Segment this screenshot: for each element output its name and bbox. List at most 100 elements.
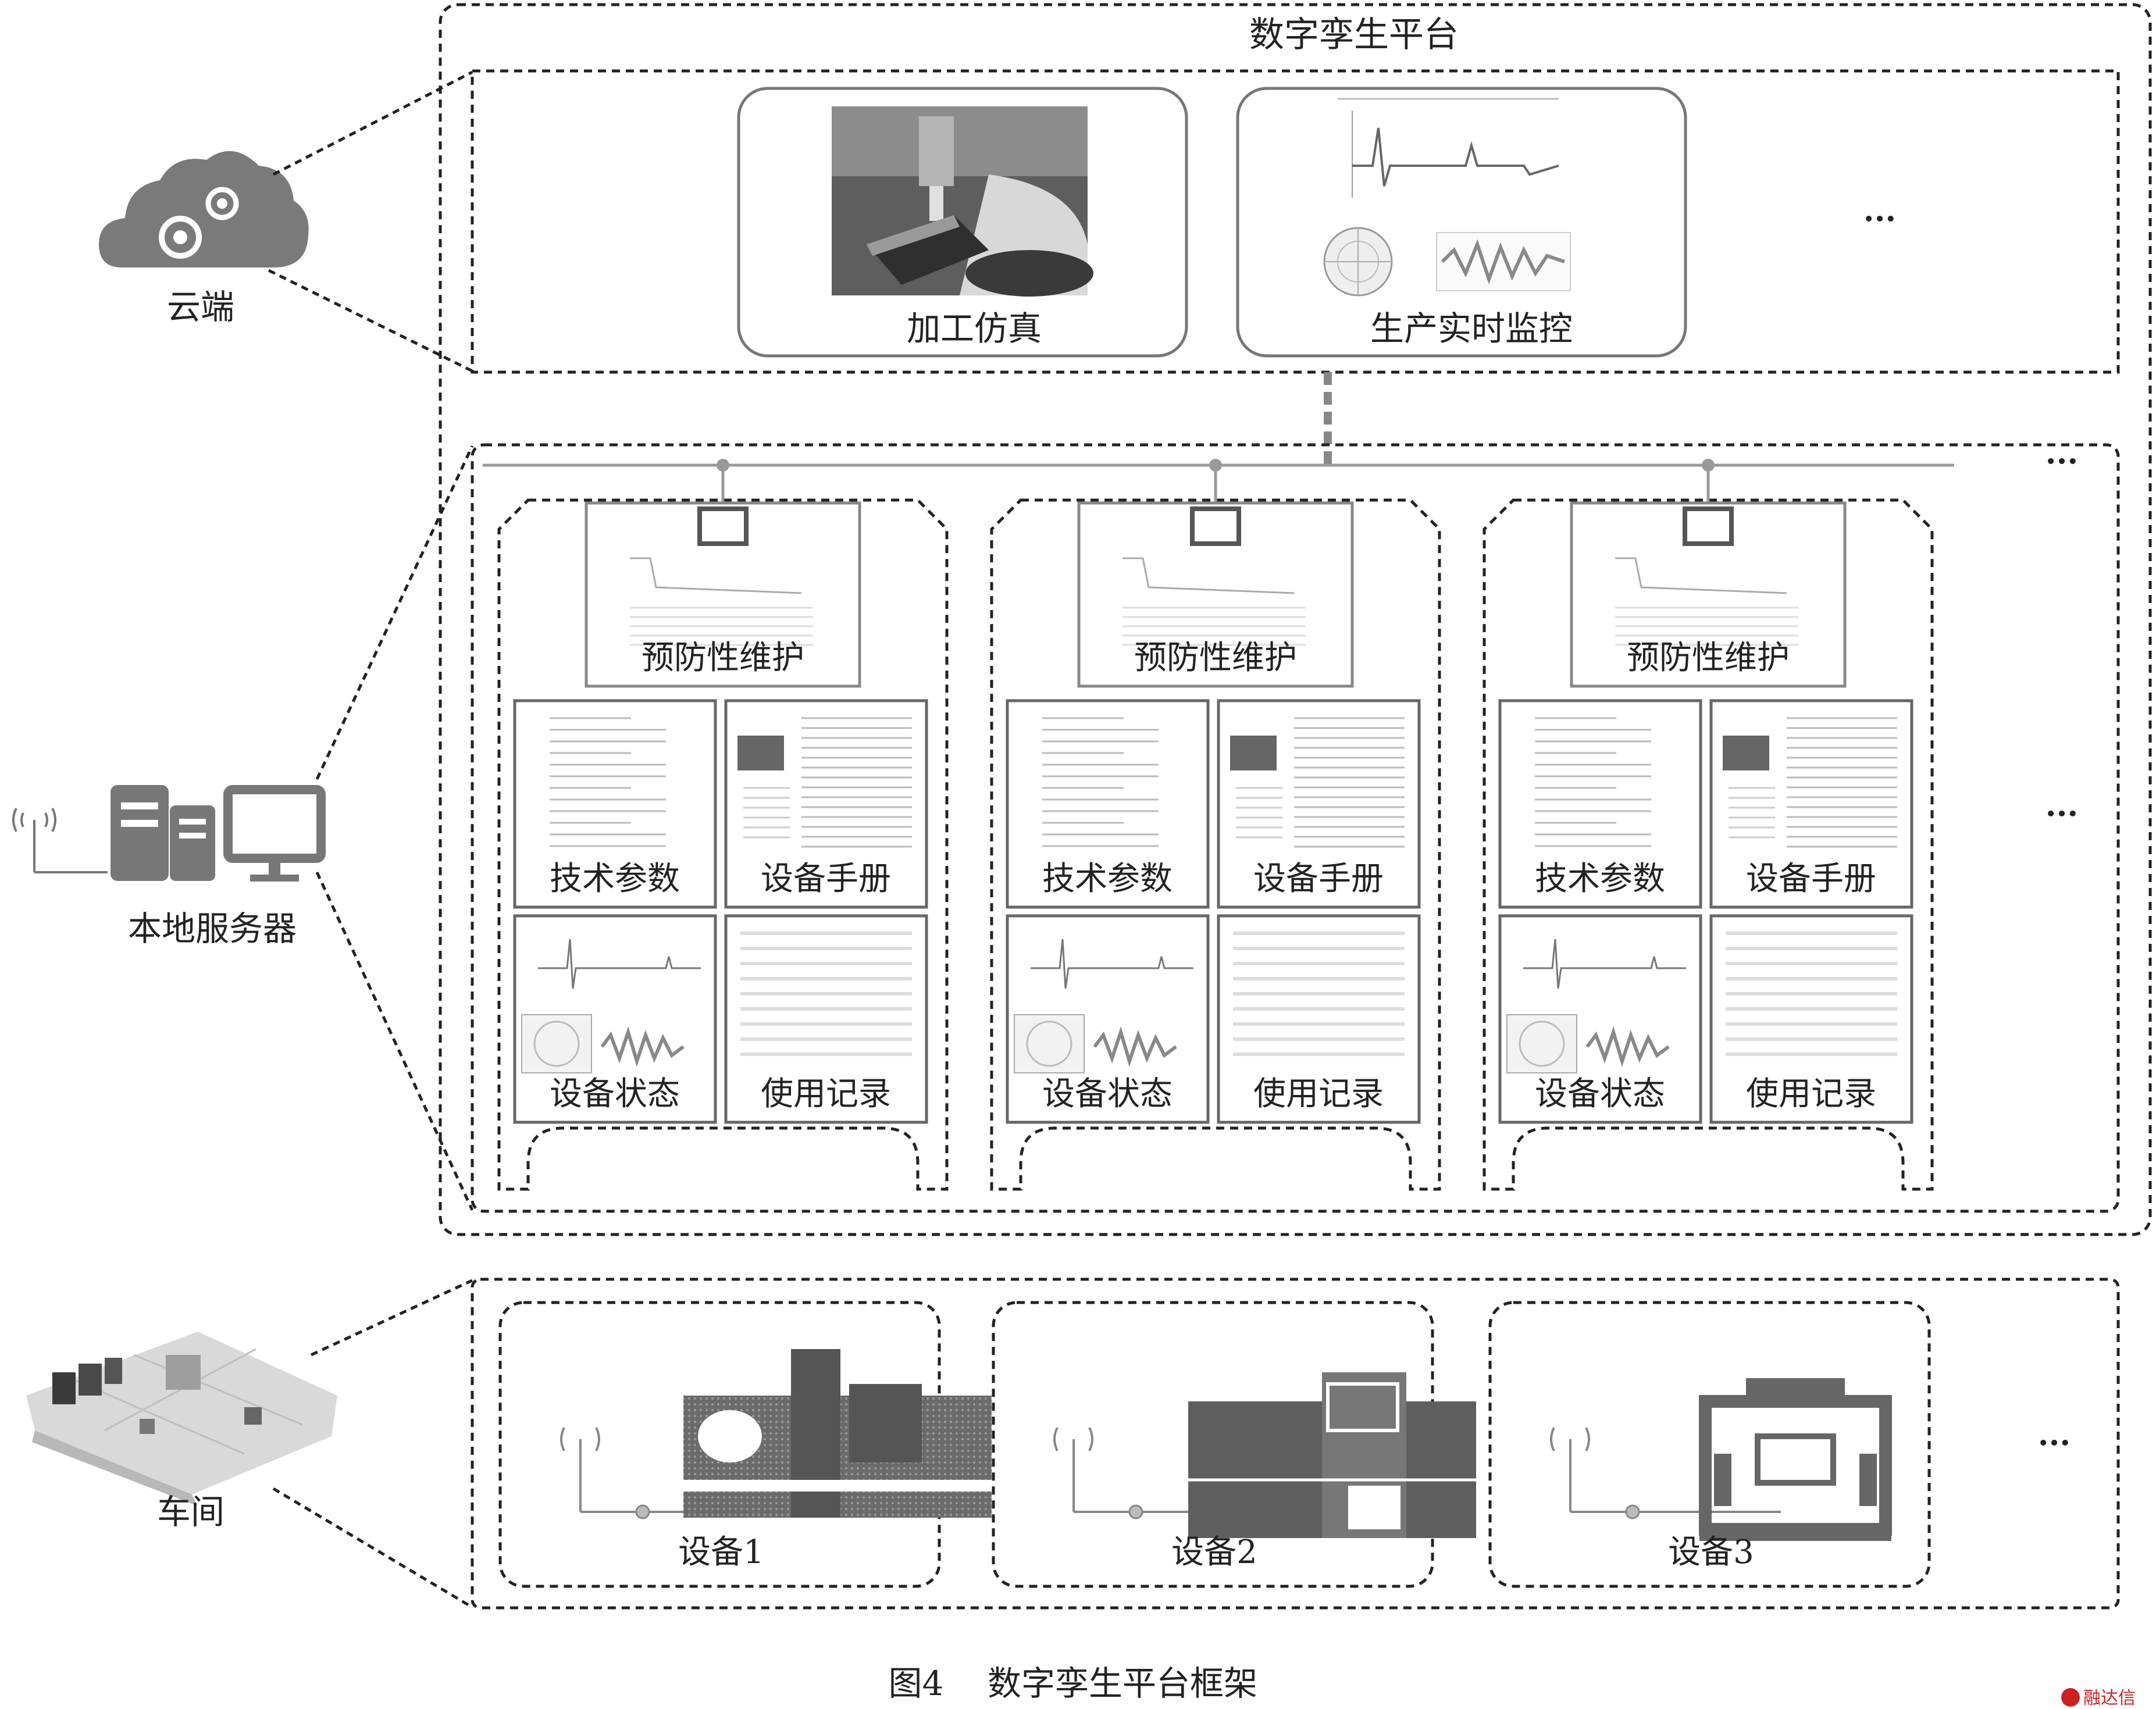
parameter-list-icon <box>1535 717 1651 847</box>
production-line-icon <box>683 1349 992 1518</box>
twin-card-label: 技术参数 <box>1042 860 1173 898</box>
twin-card-status[interactable]: 设备状态 <box>513 914 717 1124</box>
twin-frame <box>1483 498 1934 1191</box>
twin-card-label: 设备手册 <box>1253 860 1384 898</box>
platform-frame <box>439 3 2152 1236</box>
twin-card-records[interactable]: 使用记录 <box>1217 914 1421 1124</box>
callout-cloud-bottom <box>268 269 473 373</box>
watermark-text: 融达信 <box>2083 1688 2136 1708</box>
monitoring-charts-icon <box>1323 98 1571 297</box>
manual-pages-icon <box>737 717 912 848</box>
figure-caption: 数字孪生平台框架 <box>988 1664 1257 1703</box>
bus-node <box>717 459 729 472</box>
device-antenna-icon <box>1550 1427 1781 1519</box>
twin-card-label: 技术参数 <box>1535 860 1665 898</box>
callout-server-bottom <box>315 871 474 1211</box>
manual-pages-icon <box>1723 717 1897 848</box>
maintenance-label: 预防性维护 <box>642 639 804 677</box>
twin-card-manual[interactable]: 设备手册 <box>1217 699 1421 909</box>
tier-server: 本地服务器 <box>12 785 326 948</box>
cloud-app-label: 加工仿真 <box>907 309 1042 348</box>
server-monitor-icon <box>111 785 326 882</box>
machining-simulation-icon <box>832 106 1093 297</box>
status-charts-icon <box>1014 939 1193 1073</box>
twin-card-label: 设备手册 <box>761 860 891 898</box>
twin-card-status[interactable]: 设备状态 <box>1006 914 1210 1124</box>
twin-card-manual[interactable]: 设备手册 <box>724 699 928 909</box>
platform-title: 数字孪生平台 <box>1249 15 1459 55</box>
twin-card-params[interactable]: 技术参数 <box>513 699 717 909</box>
manual-pages-icon <box>1230 717 1405 848</box>
cloud-app-label: 生产实时监控 <box>1370 309 1573 348</box>
twin-card-params[interactable]: 技术参数 <box>1006 699 1210 909</box>
bus-node <box>1209 459 1222 472</box>
twin-card-records[interactable]: 使用记录 <box>724 914 928 1124</box>
status-charts-icon <box>521 939 701 1073</box>
usage-table-icon <box>740 932 912 1056</box>
tier-cloud-label: 云端 <box>167 287 234 327</box>
twin-card-label: 技术参数 <box>550 860 680 898</box>
status-charts-icon <box>1506 939 1686 1073</box>
twin-card-maintenance[interactable]: 预防性维护 <box>1077 501 1354 688</box>
twin-card-label: 设备状态 <box>1535 1075 1665 1113</box>
tier-server-label: 本地服务器 <box>128 909 297 948</box>
usage-table-icon <box>1726 932 1897 1056</box>
maintenance-label: 预防性维护 <box>1134 639 1297 677</box>
ellipsis-devices: ··· <box>2038 1424 2071 1461</box>
device-label: 设备3 <box>1668 1533 1754 1571</box>
watermark-logo: 融达信 <box>2061 1688 2136 1708</box>
factory-floor-icon <box>26 1332 337 1506</box>
callout-server-top <box>315 445 474 780</box>
maintenance-chart-icon <box>1122 506 1306 646</box>
figure-number: 图4 <box>889 1664 944 1703</box>
usage-table-icon <box>1233 932 1405 1056</box>
cloud-app-simulation[interactable]: 加工仿真 <box>737 87 1188 358</box>
maintenance-chart-icon <box>630 506 813 646</box>
injection-machine-icon <box>1188 1372 1476 1538</box>
twin-card-records[interactable]: 使用记录 <box>1709 914 1913 1124</box>
device-frame <box>1488 1301 1931 1588</box>
ellipsis-bus: ··· <box>2045 443 2078 480</box>
twin-card-maintenance[interactable]: 预防性维护 <box>585 501 861 688</box>
maintenance-label: 预防性维护 <box>1627 639 1790 677</box>
device-card[interactable]: 设备3 <box>1488 1301 1931 1588</box>
tier-workshop: 车间 <box>26 1332 337 1532</box>
cloud-gears-icon <box>99 151 309 267</box>
twin-card-label: 使用记录 <box>761 1075 891 1113</box>
twin-frame <box>990 498 1441 1191</box>
twin-card-manual[interactable]: 设备手册 <box>1709 699 1913 909</box>
tier-workshop-label: 车间 <box>157 1492 224 1532</box>
twin-card-maintenance[interactable]: 预防性维护 <box>1570 501 1847 688</box>
twin-card-label: 设备状态 <box>550 1075 680 1113</box>
twin-layer-frame <box>471 443 2120 1213</box>
cnc-machine-icon <box>1699 1378 1892 1541</box>
device-label: 设备1 <box>678 1533 764 1571</box>
device-card[interactable]: 设备1 <box>498 1301 992 1588</box>
parameter-list-icon <box>1042 717 1159 847</box>
callout-cloud-top <box>272 70 473 176</box>
twin-card-status[interactable]: 设备状态 <box>1498 914 1702 1124</box>
maintenance-chart-icon <box>1615 506 1798 646</box>
tier-cloud: 云端 <box>99 151 309 327</box>
cloud-app-monitoring[interactable]: 生产实时监控 <box>1236 87 1687 358</box>
twin-card-label: 使用记录 <box>1253 1075 1384 1113</box>
parameter-list-icon <box>550 717 666 847</box>
bus-node <box>1702 459 1715 472</box>
workshop-layer-frame <box>471 1278 2120 1610</box>
twin-card-label: 使用记录 <box>1746 1075 1876 1113</box>
device-card[interactable]: 设备2 <box>992 1301 1476 1588</box>
callout-workshop-bottom <box>272 1487 473 1609</box>
twin-card-label: 设备手册 <box>1746 860 1876 898</box>
twin-frame <box>497 498 949 1191</box>
callout-workshop-top <box>310 1279 473 1357</box>
ellipsis-cloud: ··· <box>1863 200 1896 237</box>
device-label: 设备2 <box>1171 1533 1257 1571</box>
ellipsis-twin: ··· <box>2045 795 2078 832</box>
antenna-icon <box>12 808 108 873</box>
twin-card-params[interactable]: 技术参数 <box>1498 699 1702 909</box>
twin-card-label: 设备状态 <box>1042 1075 1173 1113</box>
